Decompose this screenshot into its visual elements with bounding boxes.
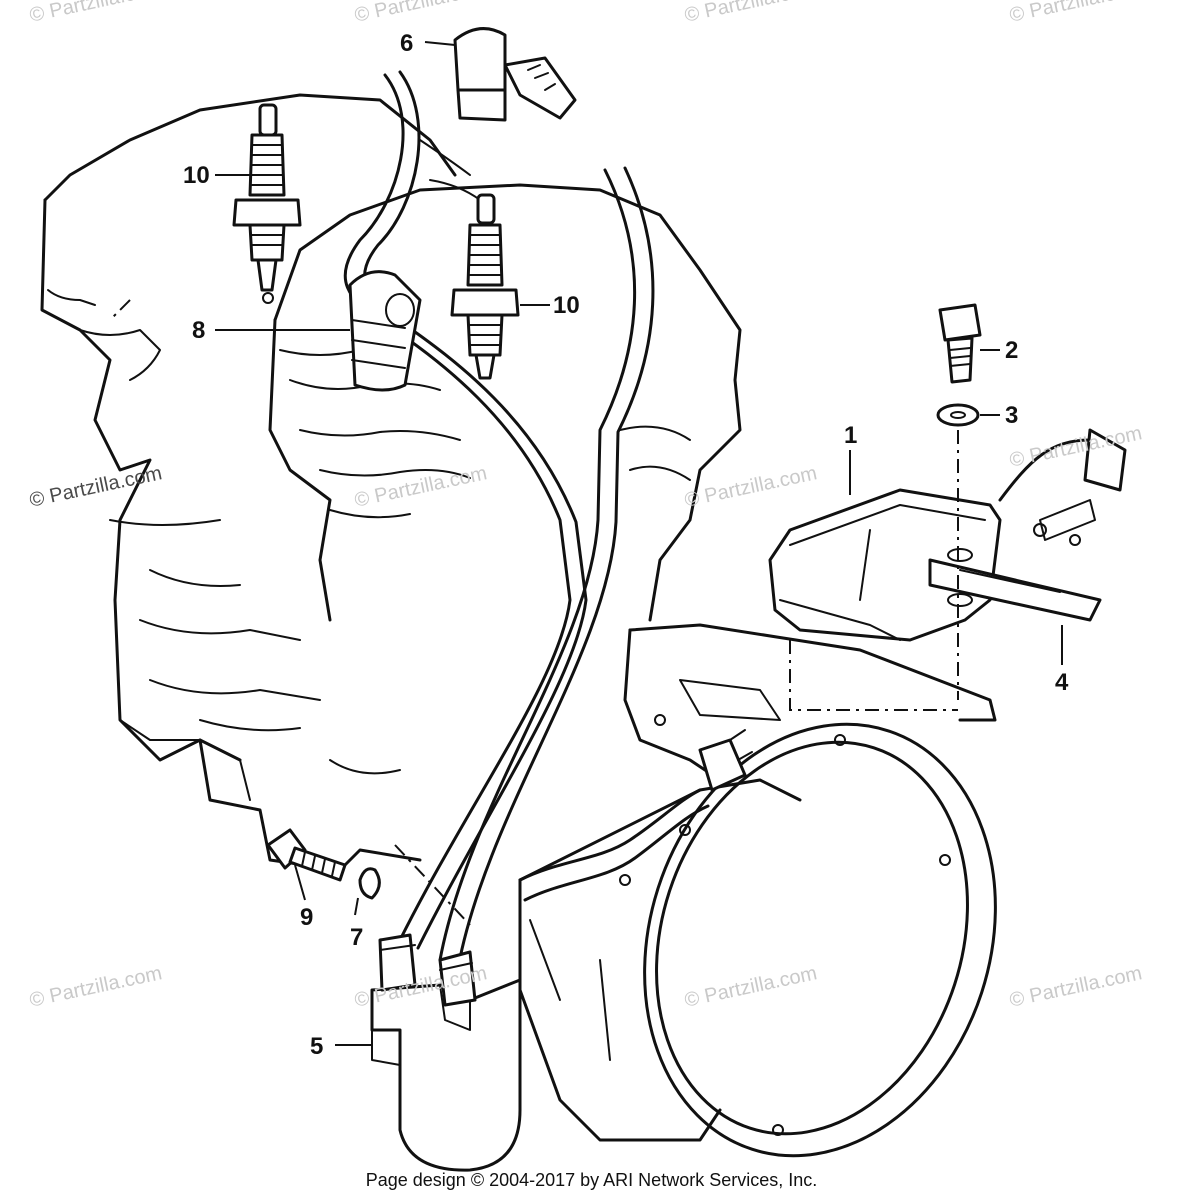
magneto-housing <box>518 623 997 1158</box>
callout-6: 6 <box>400 30 413 57</box>
callout-1: 1 <box>844 422 857 449</box>
part-9-bolt <box>266 828 347 882</box>
engine-block <box>40 93 742 872</box>
callout-8: 8 <box>192 317 205 344</box>
assembly-lines <box>109 299 959 926</box>
part-10-spark-plug-left <box>232 103 302 304</box>
callouts: 1 2 3 4 5 6 7 8 9 10 10 <box>183 30 1069 1060</box>
callout-9: 9 <box>300 904 313 931</box>
part-3-washer <box>936 403 980 427</box>
part-7-lockwasher <box>358 867 381 900</box>
part-2-bolt <box>938 303 982 384</box>
callout-7: 7 <box>350 924 363 951</box>
wire-connector <box>518 729 753 902</box>
part-5-ignition-coil <box>370 933 522 1172</box>
leader-lines <box>215 41 1063 1046</box>
high-tension-leads <box>343 70 655 970</box>
copyright-footer: Page design © 2004-2017 by ARI Network S… <box>365 1170 818 1190</box>
cylinder-head <box>419 139 481 201</box>
part-10-spark-plug-right <box>450 193 520 380</box>
callout-10-right: 10 <box>553 292 580 319</box>
part-6-plug-cap <box>453 27 577 122</box>
callout-2: 2 <box>1005 337 1018 364</box>
callout-10-left: 10 <box>183 162 210 189</box>
callout-5: 5 <box>310 1033 323 1060</box>
callout-3: 3 <box>1005 402 1018 429</box>
part-1-ignition-module <box>768 428 1127 642</box>
part-8-grommet <box>348 270 422 392</box>
callout-4: 4 <box>1055 669 1069 696</box>
